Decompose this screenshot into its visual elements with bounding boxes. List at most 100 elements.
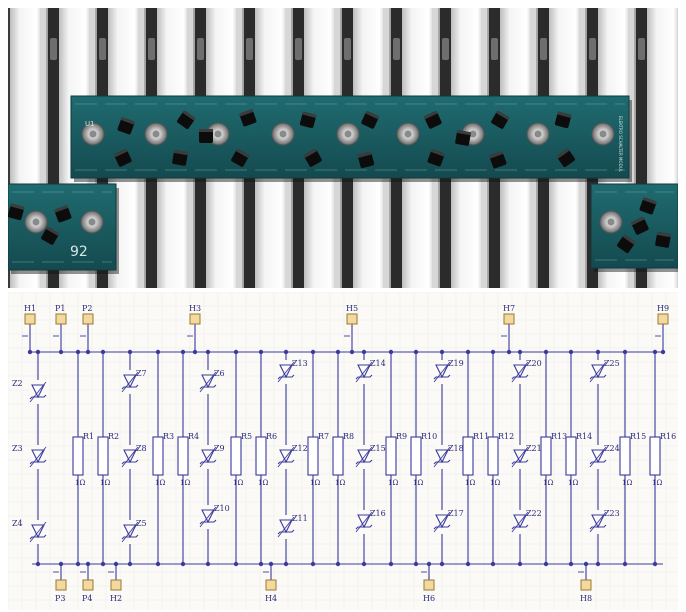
zener-diode: Z4 (12, 519, 47, 544)
port-h2: H2 (108, 571, 122, 603)
zener-triangle (513, 514, 527, 529)
zener-triangle (201, 449, 215, 464)
junction-dot (426, 561, 432, 567)
rail-clip (295, 38, 302, 60)
junction-dot (583, 561, 589, 567)
port-h7: H7 (501, 304, 515, 337)
junction-dot (127, 561, 133, 567)
port-label: P3 (55, 594, 65, 603)
junction-dot (283, 561, 289, 567)
zener-slash (29, 521, 47, 543)
junction-dot (490, 561, 496, 567)
diode-band (239, 109, 254, 117)
diode-band (54, 205, 69, 213)
zener-triangle (279, 364, 293, 379)
resistor-value: 1Ω (622, 479, 632, 487)
diode-band (557, 111, 572, 118)
junction-dot (622, 349, 628, 355)
zener-slash (277, 516, 295, 538)
diode-package (231, 148, 250, 167)
zener-bar (589, 524, 607, 530)
diode-band (365, 110, 380, 120)
port-box (82, 579, 94, 591)
junction-dot (660, 349, 666, 355)
junction-dot (439, 561, 445, 567)
resistor-value: 1Ω (75, 479, 85, 487)
port-h3: H3 (187, 304, 201, 337)
resistor (487, 436, 499, 476)
zener-diode: Z11 (277, 514, 308, 539)
zener-triangle (357, 514, 371, 529)
resistor-value: 1Ω (155, 479, 165, 487)
junction-dot (85, 349, 91, 355)
zener-slash (199, 371, 217, 393)
diode-package (427, 149, 445, 167)
zener-bar (199, 459, 217, 465)
diode-package (172, 149, 189, 166)
diode-package (556, 148, 575, 167)
rail-clip (344, 38, 351, 60)
resistor-value: 1Ω (258, 479, 268, 487)
zener-label: Z9 (214, 444, 225, 453)
zener-slash (121, 446, 139, 468)
zener-slash (511, 361, 529, 383)
zener-slash (433, 511, 451, 533)
junction-dot (517, 561, 523, 567)
junction-dot (27, 349, 33, 355)
diode-package (8, 203, 25, 221)
diode-band (630, 216, 645, 226)
diode-band (656, 231, 672, 238)
resistor-value: 1Ω (413, 479, 423, 487)
diode-package (299, 111, 317, 129)
resistor-label: R3 (163, 432, 174, 441)
rail-clip (197, 38, 204, 60)
screw-head (89, 130, 97, 138)
zener-slash (433, 361, 451, 383)
screw-head (152, 130, 160, 138)
junction-dot (465, 349, 471, 355)
zener-bar (121, 534, 139, 540)
junction-dot (258, 561, 264, 567)
rail-clip (540, 38, 547, 60)
zener-diode: Z18 (433, 444, 464, 469)
zener-bar (433, 374, 451, 380)
resistor-value: 1Ω (388, 479, 398, 487)
diode-package (303, 148, 322, 167)
rail-groove (628, 8, 634, 288)
zener-triangle (435, 449, 449, 464)
zener-diode: Z22 (511, 509, 542, 534)
zener-label: Z12 (292, 444, 308, 453)
zener-label: Z20 (526, 359, 542, 368)
zener-bar (29, 459, 47, 465)
zener-triangle (31, 384, 45, 399)
zener-label: Z16 (370, 509, 386, 518)
junction-dot (35, 561, 41, 567)
zener-bar (199, 384, 217, 390)
port-p3: P3 (53, 571, 67, 603)
junction-dot (349, 349, 355, 355)
schematic-parts: R11ΩR21ΩR31ΩR41ΩR51ΩR61ΩR71ΩR81ΩR91ΩR101… (12, 359, 676, 544)
resistor (385, 436, 397, 476)
zener-label: Z24 (604, 444, 620, 453)
diode-band (489, 151, 504, 159)
junction-dot (465, 561, 471, 567)
resistor-label: R13 (551, 432, 567, 441)
zener-slash (29, 381, 47, 403)
junction-dot (517, 349, 523, 355)
junction-dot (258, 349, 264, 355)
resistor-label: R5 (241, 432, 252, 441)
port-box (82, 313, 94, 325)
zener-triangle (513, 364, 527, 379)
diode-package (239, 109, 257, 127)
rail-clip (50, 38, 57, 60)
resistor (72, 436, 84, 476)
junction-dot (388, 561, 394, 567)
junction-dot (35, 349, 41, 355)
zener-slash (433, 446, 451, 468)
diode-package (41, 226, 60, 245)
rail-groove (40, 8, 46, 288)
zener-triangle (357, 364, 371, 379)
junction-dot (413, 561, 419, 567)
zener-label: Z11 (292, 514, 308, 523)
